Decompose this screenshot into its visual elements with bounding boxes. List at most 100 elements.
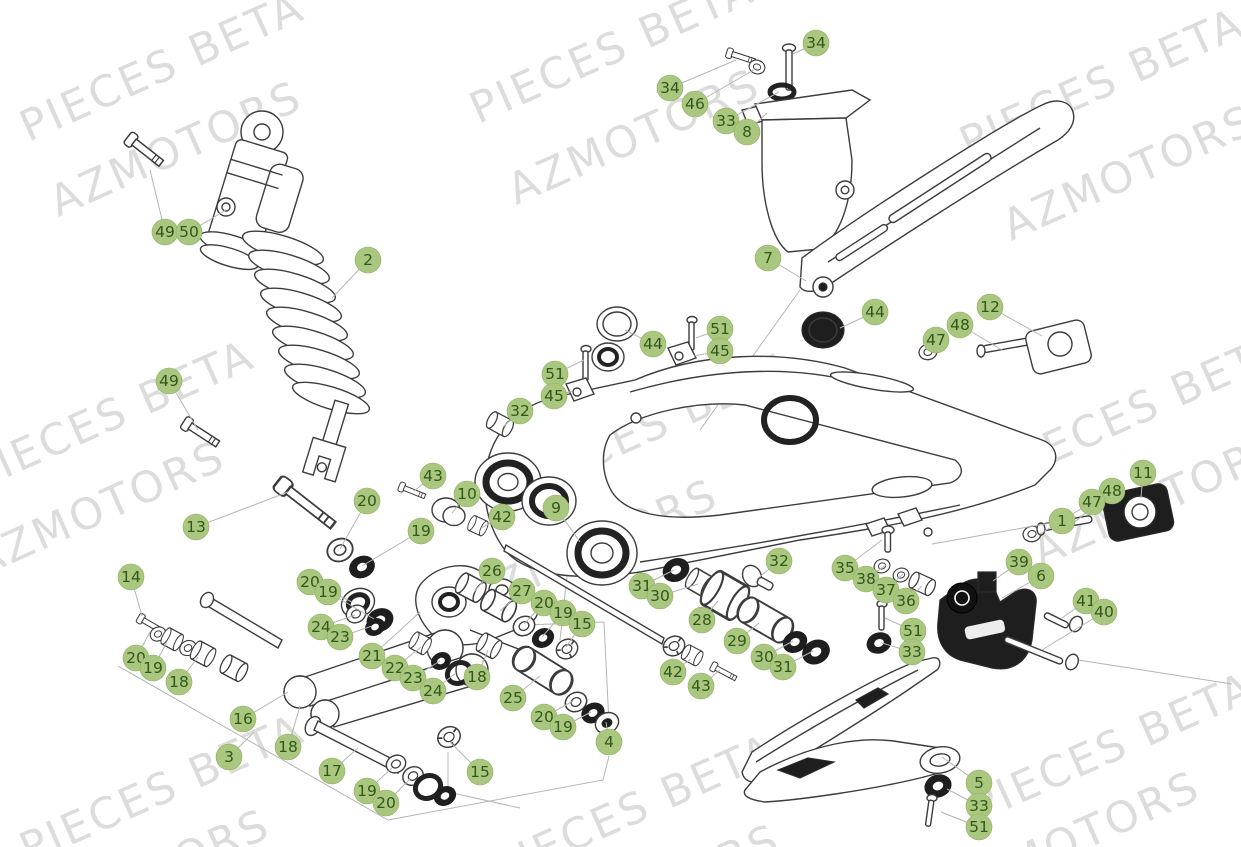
- callout-number: 4: [604, 733, 614, 751]
- callout-number: 19: [553, 718, 573, 736]
- bolt-41: [1043, 612, 1084, 633]
- axle-bush-set: [503, 543, 835, 684]
- bolt-51d: [924, 793, 938, 827]
- callout-number: 20: [300, 573, 320, 591]
- callout-14: 14: [117, 563, 145, 591]
- callout-number: 11: [1133, 464, 1153, 482]
- callout-1: 1: [1048, 507, 1076, 535]
- callout-number: 43: [423, 467, 443, 485]
- callout-number: 19: [318, 583, 338, 601]
- callout-43: 43: [419, 462, 447, 490]
- callout-number: 3: [224, 748, 234, 766]
- callout-number: 50: [179, 223, 199, 241]
- callout-24: 24: [419, 677, 447, 705]
- callout-47: 47: [1078, 488, 1106, 516]
- callout-number: 15: [470, 763, 490, 781]
- callout-36: 36: [892, 587, 920, 615]
- callout-45: 45: [540, 382, 568, 410]
- flap-top-plate: [753, 89, 872, 121]
- chain-guide-block: [937, 571, 1084, 671]
- callout-number: 51: [710, 320, 730, 338]
- chain-guard: [799, 100, 1075, 298]
- callout-35: 35: [831, 554, 859, 582]
- callout-number: 38: [856, 570, 876, 588]
- callout-17: 17: [318, 757, 346, 785]
- callout-number: 51: [903, 622, 923, 640]
- callout-44: 44: [861, 298, 889, 326]
- callout-number: 15: [572, 615, 592, 633]
- callout-4: 4: [595, 728, 623, 756]
- callout-number: 19: [143, 659, 163, 677]
- callout-20: 20: [372, 789, 400, 817]
- callout-30: 30: [646, 582, 674, 610]
- callout-51: 51: [899, 617, 927, 645]
- callout-44: 44: [639, 330, 667, 358]
- callout-26: 26: [478, 557, 506, 585]
- callout-number: 20: [534, 594, 554, 612]
- callout-11: 11: [1129, 459, 1157, 487]
- callout-number: 32: [769, 552, 789, 570]
- callout-number: 36: [896, 592, 916, 610]
- clip-39: [977, 571, 997, 593]
- callout-number: 12: [980, 298, 1000, 316]
- callout-45: 45: [706, 337, 734, 365]
- screw-34b: [781, 43, 797, 91]
- callout-number: 31: [773, 658, 793, 676]
- linkage-links: [135, 591, 489, 810]
- callout-37: 37: [872, 576, 900, 604]
- callout-number: 51: [545, 365, 565, 383]
- callout-number: 13: [186, 518, 206, 536]
- callout-number: 33: [716, 112, 736, 130]
- callout-number: 6: [1036, 567, 1046, 585]
- rod-25: [507, 641, 620, 735]
- callout-2: 2: [354, 246, 382, 274]
- callout-15: 15: [568, 610, 596, 638]
- callout-18: 18: [274, 733, 302, 761]
- callout-number: 24: [311, 618, 331, 636]
- callout-33: 33: [898, 638, 926, 666]
- callout-number: 46: [685, 95, 705, 113]
- callout-number: 32: [510, 402, 530, 420]
- callout-number: 16: [233, 710, 253, 728]
- callout-9: 9: [542, 494, 570, 522]
- callout-number: 41: [1076, 592, 1096, 610]
- preload-adjuster: [216, 197, 236, 217]
- callout-number: 29: [727, 632, 747, 650]
- callout-number: 44: [865, 303, 885, 321]
- bolt-43b: [708, 660, 739, 684]
- callout-number: 17: [322, 762, 342, 780]
- callout-20: 20: [353, 487, 381, 515]
- callout-13: 13: [182, 513, 210, 541]
- callout-number: 51: [969, 818, 989, 836]
- callout-number: 49: [159, 372, 179, 390]
- callout-number: 20: [357, 492, 377, 510]
- swingarm: [474, 355, 1057, 586]
- callout-number: 14: [121, 568, 141, 586]
- callout-number: 9: [551, 499, 561, 517]
- callout-number: 21: [362, 647, 382, 665]
- callout-10: 10: [453, 480, 481, 508]
- callout-51: 51: [541, 360, 569, 388]
- callout-19: 19: [549, 713, 577, 741]
- callout-number: 39: [1009, 553, 1029, 571]
- callout-number: 19: [411, 522, 431, 540]
- callout-38: 38: [852, 565, 880, 593]
- callout-number: 18: [169, 673, 189, 691]
- under-hardware: [863, 525, 939, 657]
- callout-number: 26: [482, 562, 502, 580]
- callout-number: 23: [330, 628, 350, 646]
- axle-rod: [503, 543, 689, 661]
- axle-14-assembly: [135, 591, 283, 684]
- callout-number: 37: [876, 581, 896, 599]
- callout-33: 33: [712, 107, 740, 135]
- callout-42: 42: [659, 658, 687, 686]
- pullrod-cluster: [452, 570, 620, 735]
- callout-number: 45: [544, 387, 564, 405]
- callout-32: 32: [506, 397, 534, 425]
- callout-34: 34: [656, 74, 684, 102]
- rocker-knuckle: [415, 564, 539, 656]
- callout-19: 19: [314, 578, 342, 606]
- callout-number: 28: [692, 611, 712, 629]
